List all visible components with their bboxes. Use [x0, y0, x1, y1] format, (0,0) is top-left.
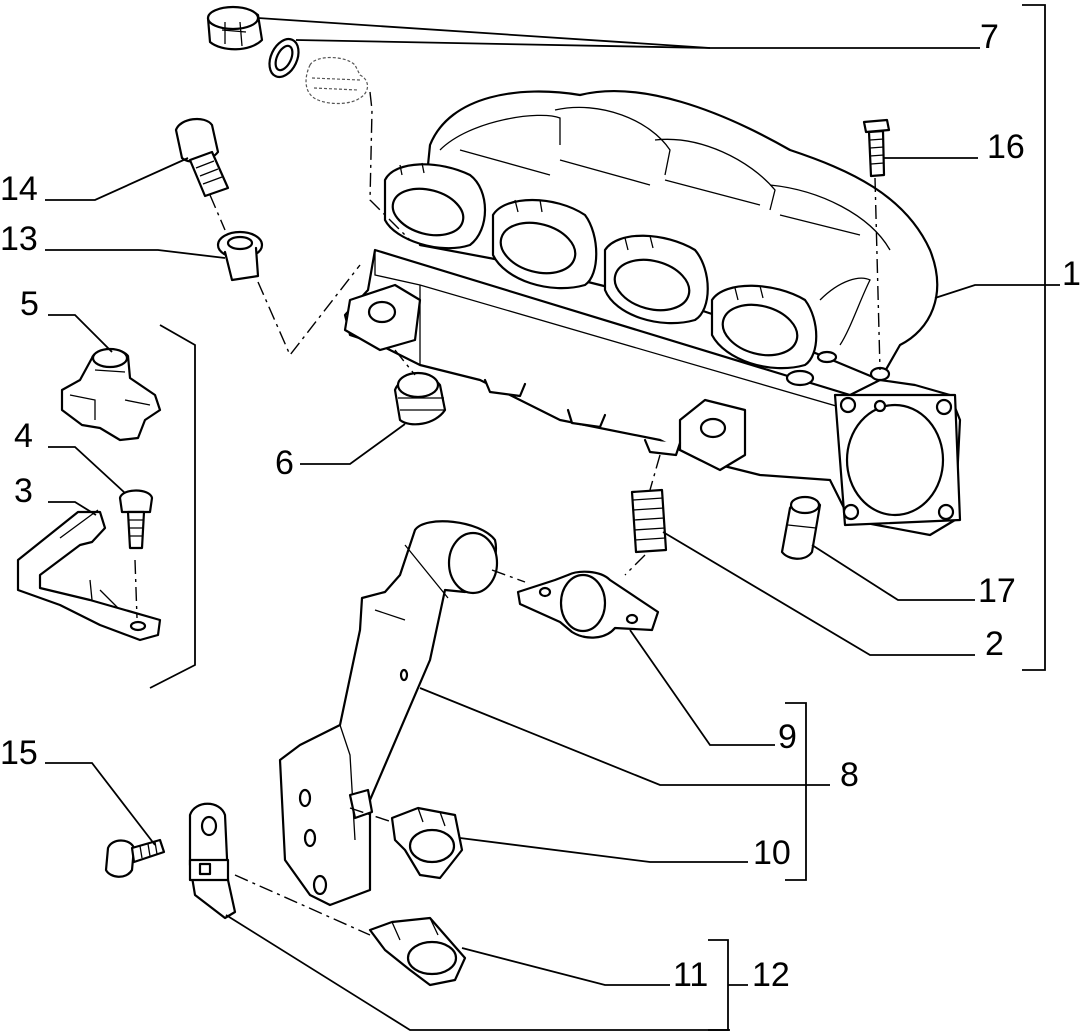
bracket-group-1 [1022, 4, 1046, 671]
bolt-16 [862, 118, 891, 178]
bushing-9 [516, 570, 660, 639]
grommet-6 [393, 371, 447, 426]
rubber-cap [305, 56, 369, 105]
stud-17 [780, 495, 822, 560]
bolt-14 [174, 117, 230, 198]
callout-7: 7 [980, 18, 999, 56]
bushing-13 [216, 230, 264, 282]
leader-lines [45, 17, 1060, 1031]
callout-2: 2 [985, 625, 1004, 663]
callout-12: 12 [752, 956, 790, 994]
port-seal-3 [603, 234, 709, 325]
callout-17: 17 [978, 572, 1016, 610]
bracket-12 [188, 802, 237, 920]
port-seal-2 [491, 199, 598, 290]
plug-assembly [206, 5, 369, 105]
callout-5: 5 [20, 285, 39, 323]
callout-labels: 7 16 1 14 13 5 4 3 6 17 2 9 8 10 15 11 1… [0, 18, 1080, 994]
support-arm-8 [278, 520, 499, 907]
bracket-group-11-12 [708, 939, 729, 1031]
callout-11: 11 [673, 956, 708, 994]
port-seal-4 [710, 284, 818, 370]
group-brackets [149, 4, 1046, 1031]
throttle-flange [833, 393, 962, 527]
callout-15: 15 [0, 734, 38, 772]
stud-2 [630, 488, 668, 554]
callout-3: 3 [14, 472, 33, 510]
hose-clip-10 [390, 806, 464, 880]
callout-9: 9 [778, 718, 797, 756]
callout-8: 8 [840, 756, 859, 794]
intake-manifold [343, 89, 962, 537]
assembly-lines [134, 91, 881, 936]
bracket-3 [16, 509, 162, 642]
callout-10: 10 [753, 834, 791, 872]
screw-4 [118, 489, 154, 550]
callout-16: 16 [987, 128, 1025, 166]
callout-14: 14 [0, 170, 38, 208]
callout-1: 1 [1062, 255, 1080, 293]
o-ring-7 [268, 37, 300, 79]
port-seal-1 [383, 162, 487, 250]
bolt-15 [104, 838, 166, 878]
bracket-group-5-3 [149, 324, 196, 689]
hose-clip-11 [368, 916, 467, 987]
clip-5 [60, 347, 162, 442]
callout-6: 6 [275, 444, 294, 482]
bracket-group-9-10 [785, 702, 807, 881]
callout-13: 13 [0, 220, 38, 258]
callout-4: 4 [14, 417, 33, 455]
plug-7 [206, 5, 264, 51]
